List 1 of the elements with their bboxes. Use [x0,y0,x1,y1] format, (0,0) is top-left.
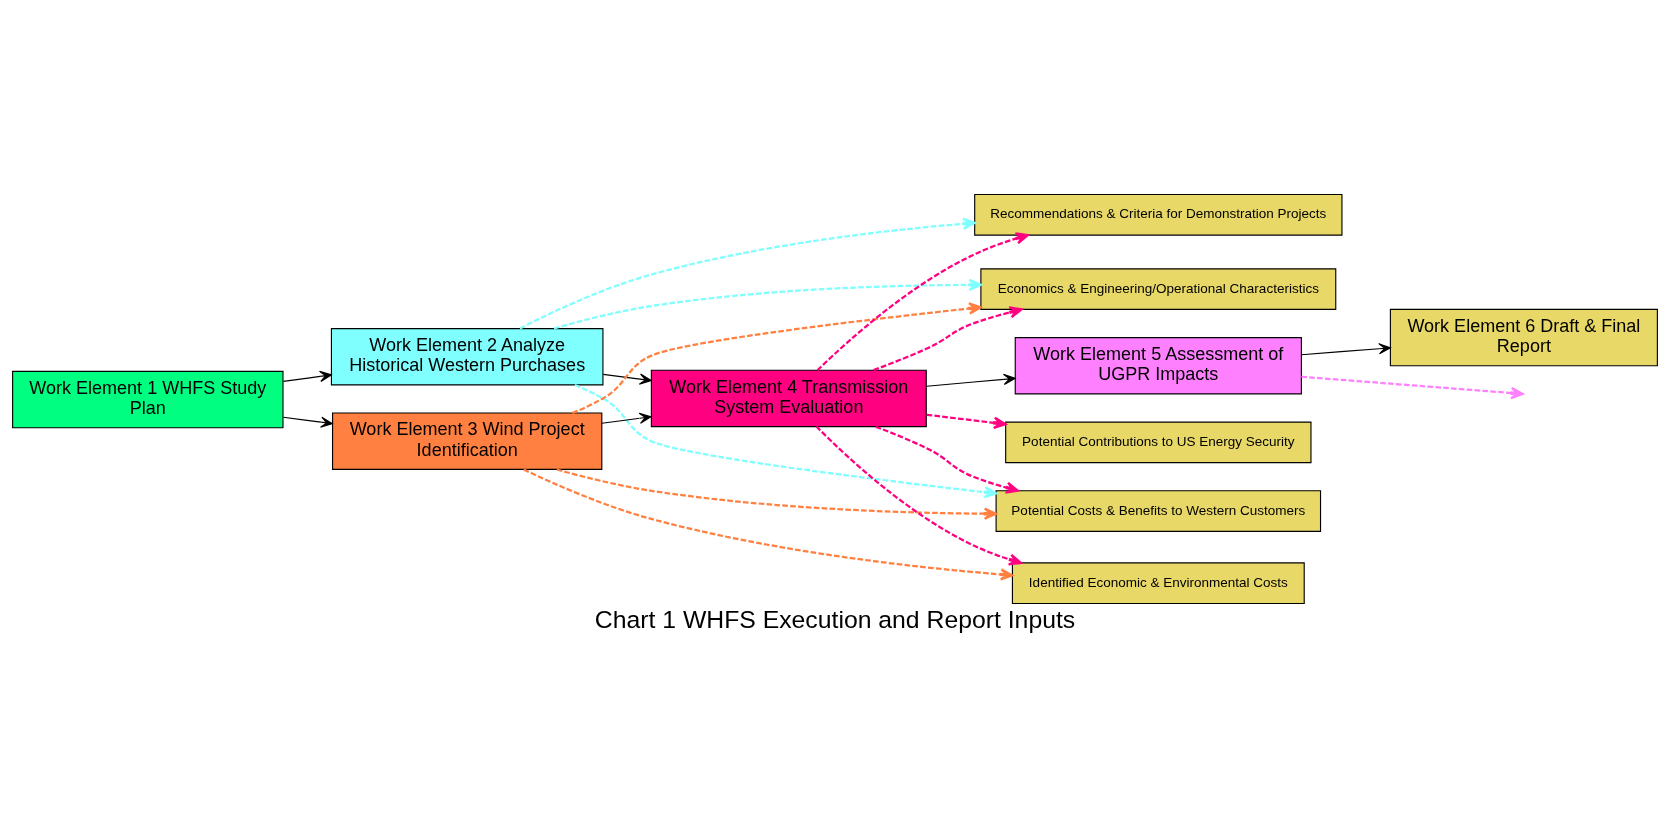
diagram-title: Chart 1 WHFS Execution and Report Inputs [594,605,1076,633]
